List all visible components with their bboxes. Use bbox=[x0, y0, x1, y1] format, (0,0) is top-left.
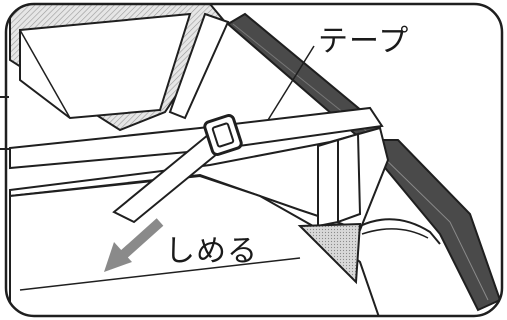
margin-mark-bottom bbox=[0, 148, 9, 150]
tape-leader-line bbox=[267, 45, 315, 121]
tape-label: テープ bbox=[318, 24, 410, 59]
arrow-down-left-icon bbox=[104, 218, 164, 272]
seat-post-right bbox=[337, 132, 362, 224]
illustration-frame bbox=[4, 2, 504, 318]
seat-post-left bbox=[317, 138, 339, 228]
margin-mark-top bbox=[0, 96, 9, 98]
side-fabric bbox=[297, 222, 362, 285]
canopy-panel bbox=[19, 12, 192, 120]
tape-band bbox=[9, 106, 384, 170]
tighten-label: しめる bbox=[165, 234, 258, 269]
strap-buckle-icon bbox=[203, 113, 243, 157]
canopy-strip bbox=[168, 12, 230, 120]
hanging-strap bbox=[359, 218, 441, 245]
